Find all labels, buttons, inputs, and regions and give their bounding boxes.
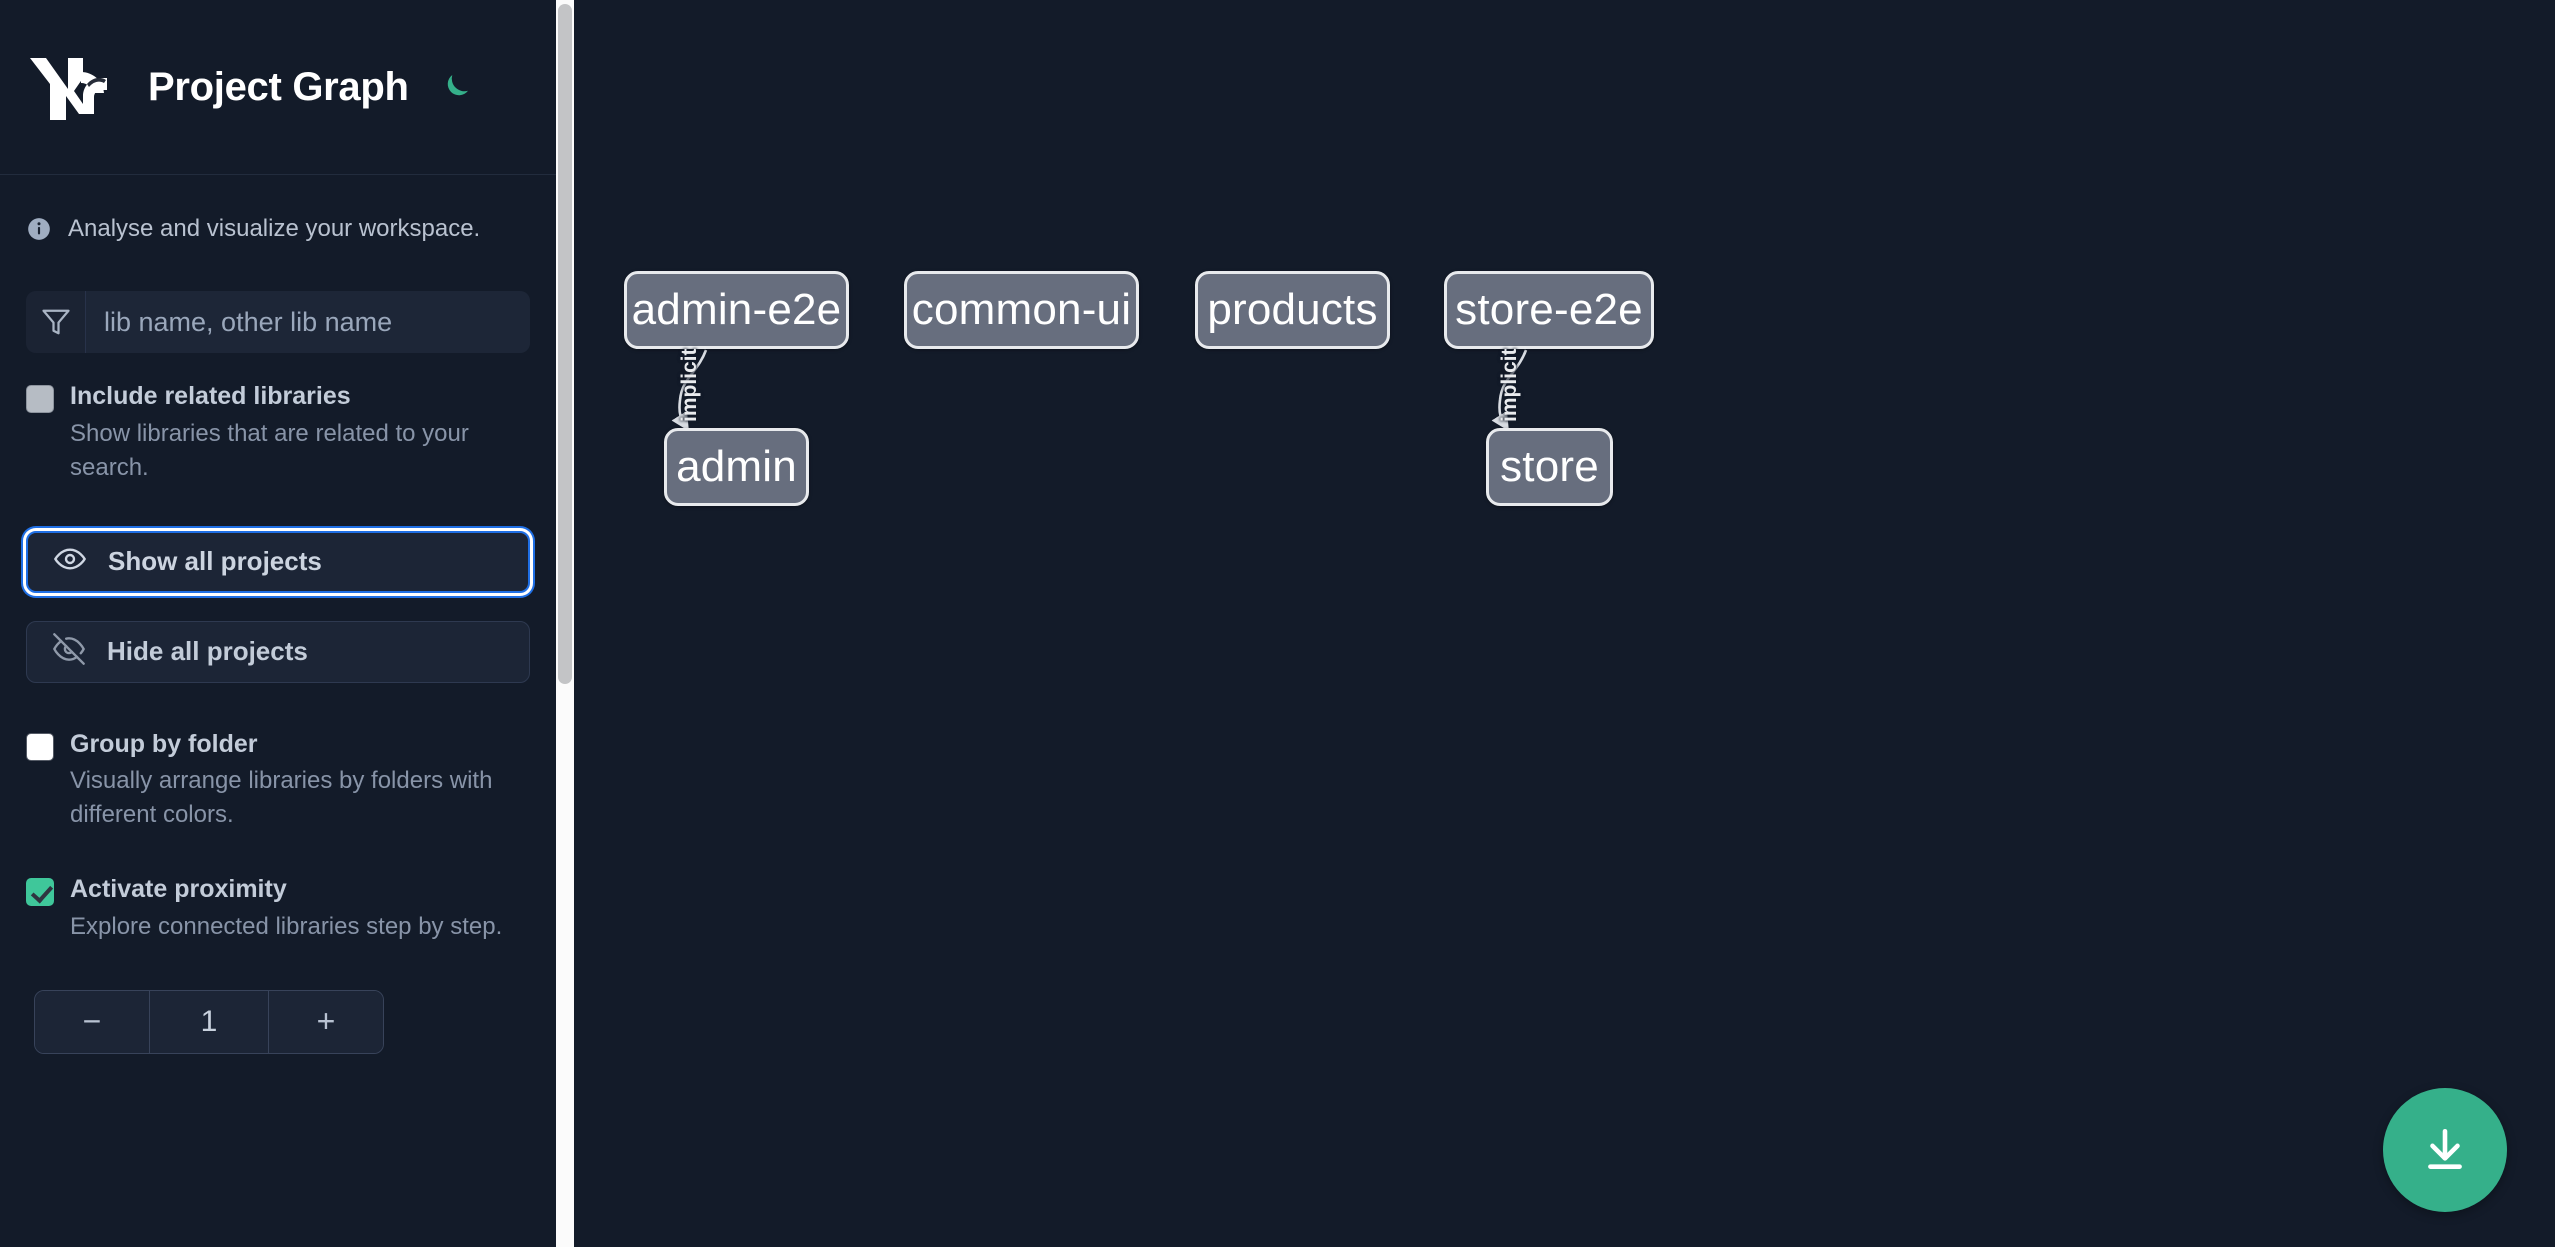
funnel-icon[interactable]	[26, 291, 86, 353]
stepper-increment-button[interactable]: +	[268, 990, 383, 1053]
eye-icon	[54, 543, 86, 580]
eye-off-icon	[53, 633, 85, 670]
hide-all-projects-button[interactable]: Hide all projects	[26, 620, 530, 683]
graph-node-common-ui[interactable]: common-ui	[904, 271, 1139, 349]
sidebar-scrollbar[interactable]	[556, 0, 574, 1247]
proximity-stepper: − 1 +	[34, 989, 384, 1054]
node-label: store	[1500, 442, 1599, 491]
node-label: common-ui	[911, 285, 1132, 334]
graph-node-products[interactable]: products	[1195, 271, 1390, 349]
show-all-projects-button[interactable]: Show all projects	[26, 530, 530, 593]
node-label: admin	[676, 442, 797, 491]
option-label: Group by folder	[70, 729, 258, 758]
stepper-value: 1	[150, 990, 268, 1053]
checkbox-group-by-folder[interactable]	[26, 732, 54, 761]
node-label: store-e2e	[1455, 285, 1643, 334]
graph-node-admin[interactable]: admin	[664, 428, 809, 506]
graph-canvas-area[interactable]: admin-e2e admin common-ui products store…	[556, 0, 2555, 1247]
search-input[interactable]	[86, 291, 530, 353]
hide-all-projects-label: Hide all projects	[107, 636, 308, 667]
option-description: Show libraries that are related to your …	[70, 419, 469, 481]
node-label: products	[1207, 285, 1378, 334]
checkbox-activate-proximity[interactable]	[26, 878, 54, 907]
info-icon	[26, 216, 52, 242]
nx-logo	[26, 50, 126, 124]
moon-icon[interactable]	[433, 64, 479, 110]
sidebar-body: Analyse and visualize your workspace. In…	[0, 175, 556, 1054]
option-label: Activate proximity	[70, 875, 287, 904]
checkbox-include-related-libraries[interactable]	[26, 385, 54, 413]
show-all-projects-label: Show all projects	[108, 546, 322, 577]
tagline: Analyse and visualize your workspace.	[26, 175, 530, 271]
graph-node-store[interactable]: store	[1486, 428, 1613, 506]
graph-node-admin-e2e[interactable]: admin-e2e	[624, 271, 849, 349]
sidebar-scrollbar-thumb[interactable]	[558, 4, 572, 684]
option-include-related-libraries[interactable]: Include related libraries Show libraries…	[26, 381, 530, 485]
sidebar-header: Project Graph	[0, 0, 556, 175]
stepper-decrement-button[interactable]: −	[35, 990, 150, 1053]
option-description: Visually arrange libraries by folders wi…	[70, 767, 493, 829]
sidebar: Project Graph Analyse and visualize your…	[0, 0, 556, 1247]
graph-node-store-e2e[interactable]: store-e2e	[1444, 271, 1654, 349]
page-title: Project Graph	[148, 64, 409, 109]
tagline-text: Analyse and visualize your workspace.	[68, 215, 481, 242]
option-label: Include related libraries	[70, 382, 351, 410]
download-button[interactable]	[2383, 1088, 2507, 1212]
filter-bar	[26, 291, 530, 353]
option-activate-proximity[interactable]: Activate proximity Explore connected lib…	[26, 874, 530, 944]
node-label: admin-e2e	[631, 285, 842, 334]
graph-edges	[671, 349, 1528, 432]
option-group-by-folder[interactable]: Group by folder Visually arrange librari…	[26, 729, 530, 833]
option-description: Explore connected libraries step by step…	[70, 912, 503, 940]
